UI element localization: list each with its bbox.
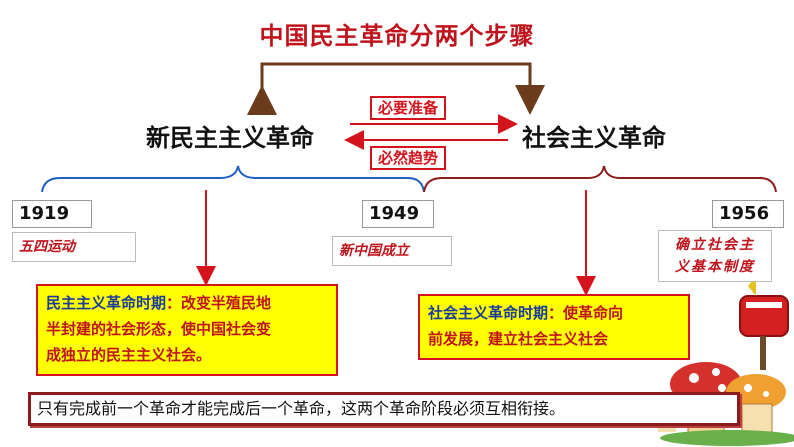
democratic-period-heading: 民主主义革命时期 (46, 294, 167, 312)
year-1919: 1919 (12, 200, 92, 228)
socialist-revolution-label: 社会主义革命 (522, 124, 666, 152)
event-socialist-system-line1: 确立社会主 (675, 237, 755, 253)
year-1949: 1949 (362, 200, 434, 228)
title-bracket (247, 62, 545, 115)
socialist-period-text1: ：使革命向 (548, 304, 624, 322)
brace-right (423, 165, 777, 193)
democratic-period-text3: 成独立的民主主义社会。 (46, 346, 212, 364)
brace-left (41, 165, 425, 193)
inevitable-trend-tag: 必然趋势 (370, 146, 447, 170)
year-1956: 1956 (712, 200, 784, 228)
democratic-period-text1: ：改变半殖民地 (166, 294, 272, 312)
democratic-period-text2: 半封建的社会形态，使中国社会变 (46, 320, 272, 338)
new-democratic-revolution-label: 新民主主义革命 (146, 124, 314, 152)
event-socialist-system-line2: 义基本制度 (675, 259, 755, 275)
event-may-fourth: 五四运动 (12, 232, 136, 262)
summary-box: 只有完成前一个革命才能完成后一个革命，这两个革命阶段必须互相衔接。 (28, 392, 740, 426)
mailbox-icon (739, 276, 789, 370)
page-title: 中国民主革命分两个步骤 (259, 22, 535, 50)
socialist-period-heading: 社会主义革命时期 (428, 304, 549, 322)
socialist-period-text2: 前发展，建立社会主义社会 (428, 330, 609, 348)
socialist-period-box: 社会主义革命时期：使革命向 前发展，建立社会主义社会 (418, 294, 690, 360)
democratic-period-box: 民主主义革命时期：改变半殖民地 半封建的社会形态，使中国社会变 成独立的民主主义… (36, 284, 338, 376)
event-socialist-system: 确立社会主 义基本制度 (658, 230, 772, 282)
necessary-preparation-tag: 必要准备 (370, 96, 447, 120)
event-prc-founding: 新中国成立 (332, 236, 452, 266)
